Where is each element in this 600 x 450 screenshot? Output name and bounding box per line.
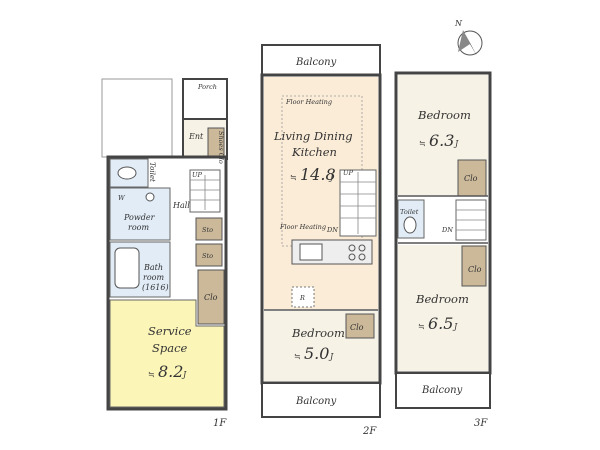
balcony-3f <box>395 372 491 409</box>
entrance-label: Ent <box>188 132 204 141</box>
balcony-bottom-label: Balcony <box>295 396 337 407</box>
bedroom-2f-label: Bedroom <box>291 326 345 340</box>
svg-text:≒: ≒ <box>290 173 297 182</box>
up-label-1f: UP <box>192 171 202 179</box>
compass-north-label: N <box>454 19 463 28</box>
floor-label-3f: 3F <box>474 418 488 429</box>
storage-1-label: Sto <box>202 226 213 234</box>
bath-label-1: Bath <box>143 263 163 272</box>
balcony-3f-label: Balcony <box>421 385 463 396</box>
balcony-top-label: Balcony <box>295 57 337 68</box>
svg-text:≒: ≒ <box>418 322 425 331</box>
bedroom-3f-bottom-size: 6.5 <box>428 314 453 333</box>
closet-3f-top-label: Clo <box>464 174 478 183</box>
service-size: 8.2 <box>158 362 183 381</box>
closet-1f <box>197 269 225 325</box>
kitchen-sink-icon <box>299 243 323 261</box>
storage-2 <box>195 243 223 267</box>
closet-2f-label: Clo <box>350 323 364 332</box>
closet-3f-bottom <box>461 245 487 287</box>
bath-label-3: (1616) <box>142 283 169 292</box>
storage-2-label: Sto <box>202 252 213 260</box>
storage-1 <box>195 217 223 241</box>
toilet-icon <box>117 166 137 180</box>
compass-arrow-icon <box>463 30 477 56</box>
toilet-label-3f: Toilet <box>400 208 419 216</box>
hall-label: Hall <box>172 201 190 210</box>
service-label-2: Space <box>152 341 188 355</box>
bedroom-3f-top-label: Bedroom <box>417 108 471 122</box>
powder-label-2: room <box>128 223 149 232</box>
bathtub-icon <box>114 247 140 289</box>
toilet-label-1f: Toilet <box>148 162 156 182</box>
balcony-bottom-2f <box>261 382 381 418</box>
bedroom-2f-size: 5.0 <box>304 344 329 363</box>
ldk-unit: J <box>328 173 334 182</box>
compass: N <box>454 19 483 56</box>
fridge-space <box>291 286 315 308</box>
ldk-size: 14.8 <box>300 165 336 184</box>
bedroom-3f-bottom-label: Bedroom <box>415 292 469 306</box>
powder-room <box>109 187 171 241</box>
service-unit: J <box>181 370 187 379</box>
floor-2f: Balcony Floor Heating Living Dining Kitc… <box>260 44 382 437</box>
ldk-label-1: Living Dining <box>273 129 353 143</box>
powder-w-label: W <box>118 194 126 202</box>
garden-outline <box>101 78 173 158</box>
floor-label-1f: 1F <box>213 418 227 429</box>
powder-label-1: Powder <box>123 213 156 222</box>
porch-label: Porch <box>197 83 217 91</box>
svg-text:≒: ≒ <box>419 139 426 148</box>
shoe-closet-label: Shoes Clo <box>217 131 225 164</box>
dn-label-2f: DN <box>326 226 338 234</box>
compass-ring <box>457 30 483 56</box>
floor-1f: Porch Ent Shoes Clo Toilet UP W Powder r… <box>101 78 228 429</box>
service-space <box>109 299 225 408</box>
floor-3f: Bedroom ≒ 6.3 J Clo Toilet DN Clo Bedroo… <box>394 71 492 429</box>
bedroom-3f-top-unit: J <box>453 139 459 148</box>
floor-label-2f: 2F <box>362 426 377 437</box>
closet-label-1f: Clo <box>204 293 218 302</box>
stove-icon <box>348 244 356 252</box>
bedroom-2f-unit: J <box>328 352 334 361</box>
floor-heating-label-1: Floor Heating <box>285 98 332 106</box>
service-label-1: Service <box>148 324 192 338</box>
closet-3f-bottom-label: Clo <box>468 265 482 274</box>
up-label-2f: UP <box>343 169 353 177</box>
fridge-label: R <box>299 294 305 302</box>
svg-text:≒: ≒ <box>148 370 155 379</box>
dn-label-3f: DN <box>441 226 453 234</box>
bedroom-3f-bottom-unit: J <box>452 322 458 331</box>
balcony-top-2f <box>261 44 381 76</box>
toilet-icon-3f <box>403 216 417 234</box>
bath-label-2: room <box>143 273 164 282</box>
svg-text:≒: ≒ <box>294 352 301 361</box>
ldk-label-2: Kitchen <box>291 145 337 159</box>
floor-heating-label-2: Floor Heating <box>279 223 326 231</box>
bedroom-3f-top-size: 6.3 <box>429 131 454 150</box>
closet-2f <box>345 313 375 339</box>
sink-icon <box>145 192 155 202</box>
